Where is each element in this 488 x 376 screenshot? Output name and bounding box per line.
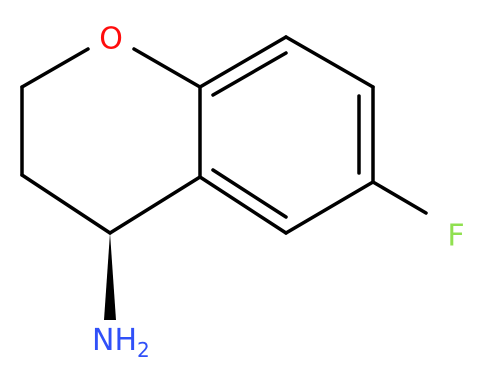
wedge-bond-c4-n [104,233,116,320]
bond-c8a-c8 [198,35,288,89]
bond-c8-c7 [284,35,375,89]
bond-c5-c4a [198,175,288,235]
bond-c8a-o [132,47,202,89]
bond-c3-c4 [20,173,112,235]
fluorine-atom-label: F [447,219,464,254]
bond-c8a-c8-inner [211,51,288,97]
bond-c5-c4a-inner [211,168,288,219]
amine-group-label: NH2 [92,323,150,362]
bond-o-c2 [20,47,90,89]
bond-c4-c4a [108,175,202,235]
bond-c6-f [371,180,428,215]
bond-c6-c5 [284,180,375,235]
amine-nh-label: NH [92,323,137,358]
oxygen-atom-label: O [99,22,123,57]
amine-subscript: 2 [137,338,150,362]
